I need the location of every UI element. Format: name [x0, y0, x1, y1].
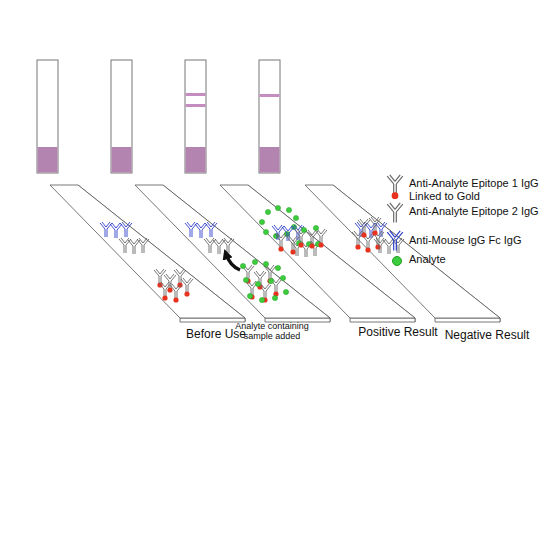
- legend-entry: Analyte: [409, 253, 541, 266]
- antibody-cluster: [352, 217, 404, 254]
- legend-entry: Anti-Analyte Epitope 1 IgG Linked to Gol…: [409, 177, 541, 203]
- legend-text: Analyte: [409, 253, 541, 266]
- caption-label: Negative Result: [437, 329, 537, 343]
- legend-entry: Anti-Mouse IgG Fc IgG: [409, 234, 541, 247]
- antibody-cluster: [259, 205, 327, 257]
- caption-label: Positive Result: [348, 326, 448, 340]
- legend-text: Anti-Analyte Epitope 1 IgG Linked to Gol…: [409, 177, 541, 203]
- legend-text: Anti-Analyte Epitope 2 IgG: [409, 205, 541, 218]
- legend-entry: Anti-Analyte Epitope 2 IgG: [409, 205, 541, 218]
- legend-text: Anti-Mouse IgG Fc IgG: [409, 234, 541, 247]
- caption-label: Analyte containing sample added: [233, 321, 311, 342]
- legend-swatch: [392, 256, 402, 266]
- test-strip-top-view: [37, 60, 280, 173]
- antibody-cluster: [185, 222, 289, 303]
- antibody-cluster: [100, 222, 193, 303]
- legend-icon: [387, 175, 403, 251]
